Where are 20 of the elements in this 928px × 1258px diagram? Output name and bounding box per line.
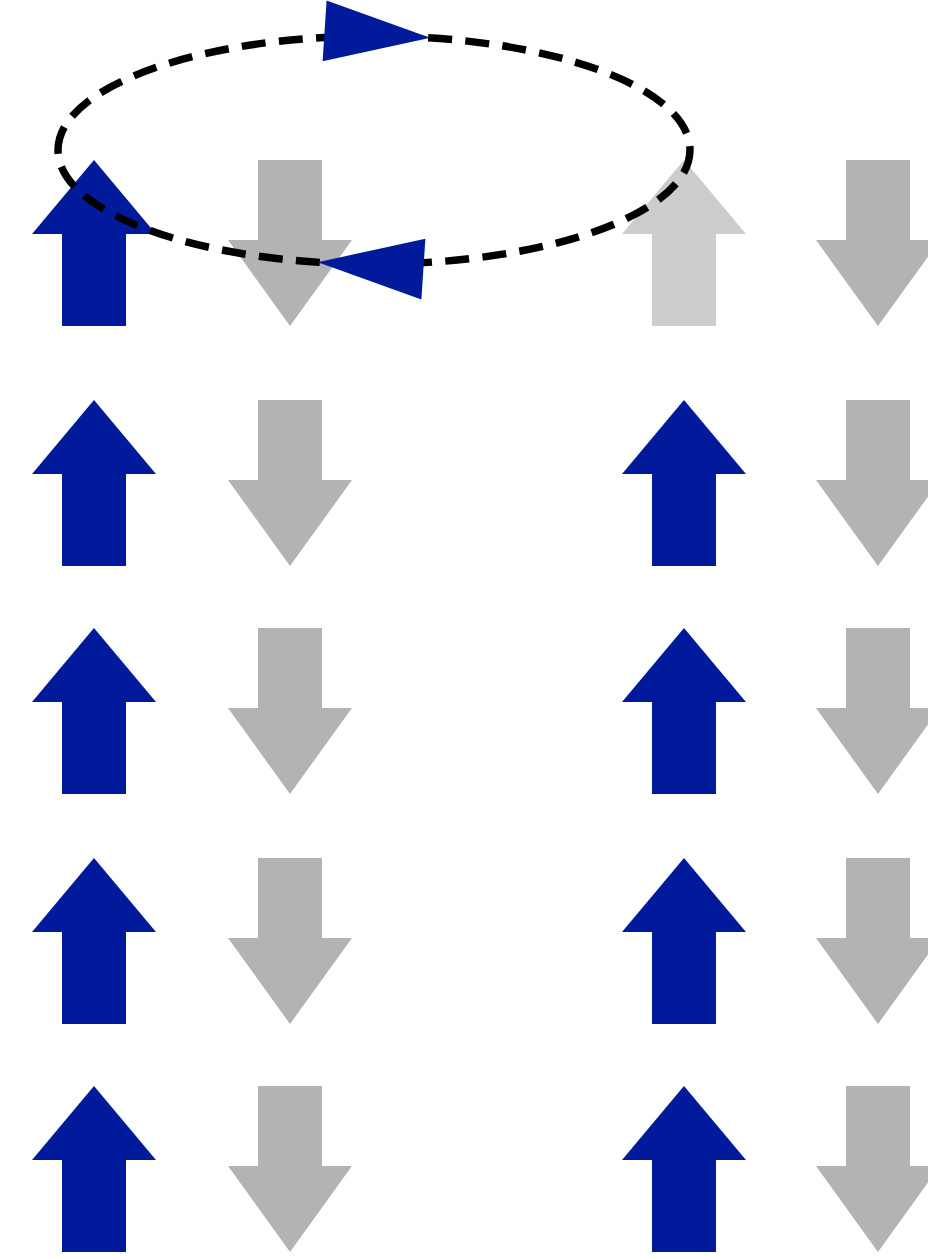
spin-up-icon (32, 160, 156, 326)
spin-up-icon (32, 628, 156, 794)
spin-up-icon (622, 628, 746, 794)
spin-up-icon (622, 160, 746, 326)
spin-down-icon (228, 400, 352, 566)
spin-down-icon (816, 160, 928, 326)
spin-down-icon (816, 628, 928, 794)
spin-up-icon (622, 1086, 746, 1252)
spin-up-icon (622, 400, 746, 566)
spin-down-icon (816, 400, 928, 566)
spin-up-icon (32, 858, 156, 1024)
spin-down-icon (816, 1086, 928, 1252)
spin-up-icon (32, 1086, 156, 1252)
spin-down-icon (816, 858, 928, 1024)
spin-down-icon (228, 1086, 352, 1252)
spin-up-icon (622, 858, 746, 1024)
spin-down-icon (228, 858, 352, 1024)
spin-down-icon (228, 160, 352, 326)
spin-up-icon (32, 400, 156, 566)
spin-down-icon (228, 628, 352, 794)
